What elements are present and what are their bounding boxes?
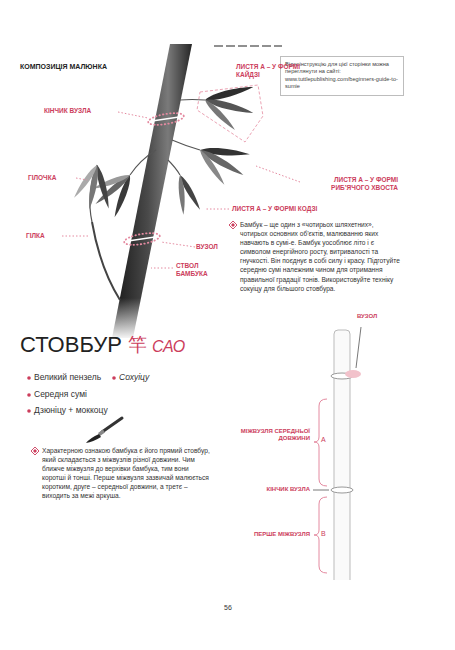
part-label: МІЖВУЗЛЯ СЕРЕДНЬОЇ ДОВЖИНИ	[224, 428, 310, 442]
part-label: ВУЗОЛ	[357, 313, 397, 320]
tool-item: Дзюніцу + моккоцу	[34, 405, 154, 415]
part-label: КІНЧИК ВУЗЛА	[234, 486, 310, 493]
page-number: 56	[215, 604, 241, 612]
body-text: Бамбук – ще один з «чотирьох шляхетних»,…	[240, 220, 402, 293]
part-label: СТВОЛ БАМБУКА	[176, 262, 224, 278]
part-label: ЛИСТЯ А – У ФОРМІ РИБ’ЯЧОГО ХВОСТА	[304, 176, 398, 192]
tool-item: Сохуіцу	[119, 372, 191, 382]
body-text: Характерною ознакою бамбука є його прями…	[42, 446, 212, 501]
part-label: ЛИСТЯ А – У ФОРМІ КАЙДЗІ	[236, 63, 320, 79]
callout-letter: А	[321, 436, 332, 444]
part-label: ПЕРШЕ МІЖВУЗЛЯ	[234, 531, 310, 538]
video-note-box: Відеоінструкцію для цієї сторінки можна …	[280, 56, 404, 96]
note-text: Відеоінструкцію для цієї сторінки можна …	[285, 61, 399, 90]
part-label: ГІЛОЧКА	[28, 174, 76, 182]
tool-item: Великий пензель	[34, 372, 112, 382]
kanji-symbol: 竿	[128, 335, 152, 356]
part-label: КІНЧИК ВУЗЛА	[44, 107, 116, 115]
part-label: ВУЗОЛ	[196, 243, 232, 251]
reading-label: САО	[152, 338, 202, 356]
tool-item: Середня сумі	[34, 389, 124, 399]
page-heading: КОМПОЗИЦІЯ МАЛЮНКА	[20, 63, 190, 71]
callout-letter: В	[321, 530, 332, 538]
section-heading: СТОВБУР	[20, 333, 140, 357]
part-label: ЛИСТЯ А – У ФОРМІ КОДЗІ	[232, 205, 352, 213]
part-label: ГІЛКА	[26, 232, 62, 240]
